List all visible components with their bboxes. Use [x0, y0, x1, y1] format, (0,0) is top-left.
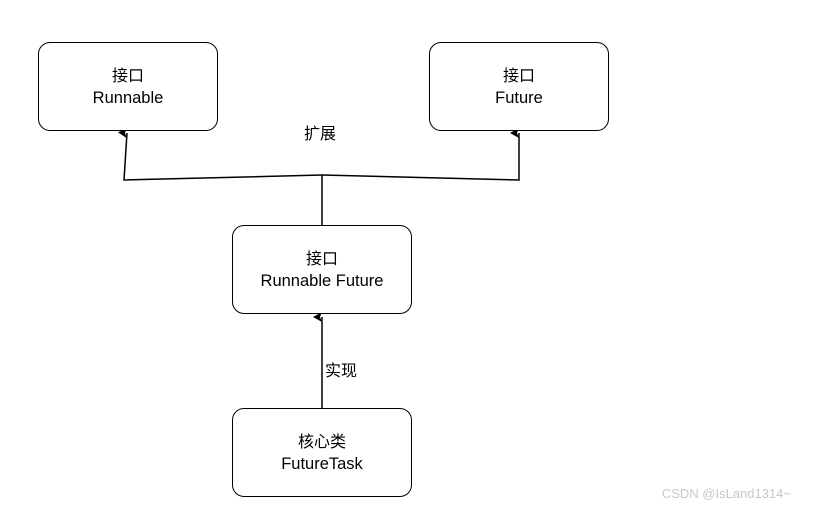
- node-name-label: Runnable Future: [260, 271, 384, 290]
- runnable-interface-box: 接口 Runnable: [38, 42, 218, 131]
- node-name-label: FutureTask: [281, 454, 363, 473]
- extends-arrow-to-future: [321, 128, 520, 181]
- node-kind-label: 接口: [502, 65, 535, 85]
- node-kind-label: 核心类: [297, 431, 346, 451]
- node-kind-label: 接口: [305, 248, 338, 268]
- csdn-watermark: CSDN @IsLand1314~: [661, 486, 791, 501]
- node-name-label: Runnable: [92, 88, 164, 107]
- implements-edge-label: 实现: [325, 361, 358, 380]
- extends-arrow-to-runnable: [118, 128, 323, 181]
- node-name-label: Future: [495, 88, 543, 107]
- futuretask-class-box: 核心类 FutureTask: [232, 408, 412, 497]
- node-kind-label: 接口: [111, 65, 144, 85]
- extends-edge-label: 扩展: [304, 124, 337, 143]
- future-interface-box: 接口 Future: [429, 42, 609, 131]
- runnable-future-interface-box: 接口 Runnable Future: [232, 225, 412, 314]
